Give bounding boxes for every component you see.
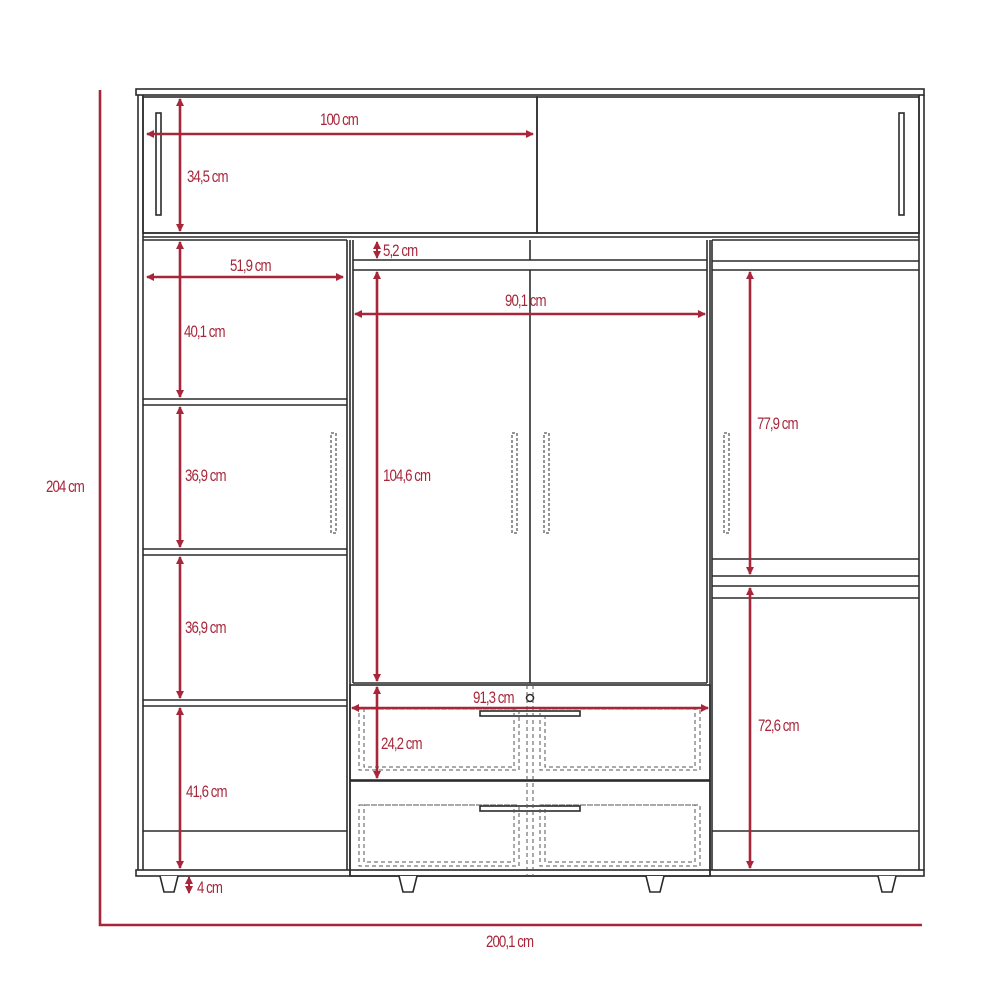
- dim-upper-door-height: 34,5 cm: [187, 167, 229, 186]
- dim-left-column-width: 51,9 cm: [230, 256, 272, 275]
- dimension-lines: [98, 90, 922, 927]
- dim-left-shelf-1: 40,1 cm: [184, 322, 226, 341]
- lock-icon: [525, 693, 535, 703]
- right-column: [711, 239, 919, 870]
- legs: [159, 875, 897, 893]
- dim-total-width: 200,1 cm: [486, 932, 534, 951]
- overall-dimension-frame: [98, 90, 922, 927]
- upper-drawer-handle: [479, 710, 581, 717]
- center-right-door-handle-hidden: [543, 432, 550, 534]
- dim-right-lower-height: 72,6 cm: [758, 716, 800, 735]
- leg-4: [877, 875, 897, 893]
- leg-1: [159, 875, 179, 893]
- dim-leg-height: 4 cm: [197, 878, 223, 897]
- dim-left-shelf-2: 36,9 cm: [185, 466, 227, 485]
- lower-drawer-handle: [479, 805, 581, 812]
- dim-upper-door-width: 100 cm: [320, 110, 359, 129]
- drawer-hidden-lines: [358, 685, 701, 876]
- upper-drawer: [349, 684, 711, 781]
- dim-drawer-height: 24,2 cm: [381, 734, 423, 753]
- lower-drawer: [349, 780, 711, 877]
- dim-center-doors-width: 90,1 cm: [505, 291, 547, 310]
- dim-left-shelf-3: 36,9 cm: [185, 618, 227, 637]
- upper-right-door: [536, 96, 920, 234]
- leg-3: [645, 875, 665, 893]
- right-door-handle-hidden: [723, 432, 730, 534]
- dim-left-shelf-4: 41,6 cm: [186, 782, 228, 801]
- dim-center-top-strip: 5,2 cm: [383, 241, 418, 260]
- upper-left-handle: [155, 112, 162, 216]
- center-left-door-handle-hidden: [511, 432, 518, 534]
- dim-center-doors-height: 104,6 cm: [383, 466, 431, 485]
- leg-2: [398, 875, 418, 893]
- center-column: [349, 240, 711, 877]
- dim-total-height: 204 cm: [46, 477, 85, 496]
- left-column: [143, 239, 348, 870]
- upper-right-handle: [898, 112, 905, 216]
- left-door-handle-hidden: [330, 432, 337, 534]
- dim-right-upper-height: 77,9 cm: [757, 414, 799, 433]
- upper-doors: [142, 96, 920, 234]
- dim-drawer-width: 91,3 cm: [473, 688, 515, 707]
